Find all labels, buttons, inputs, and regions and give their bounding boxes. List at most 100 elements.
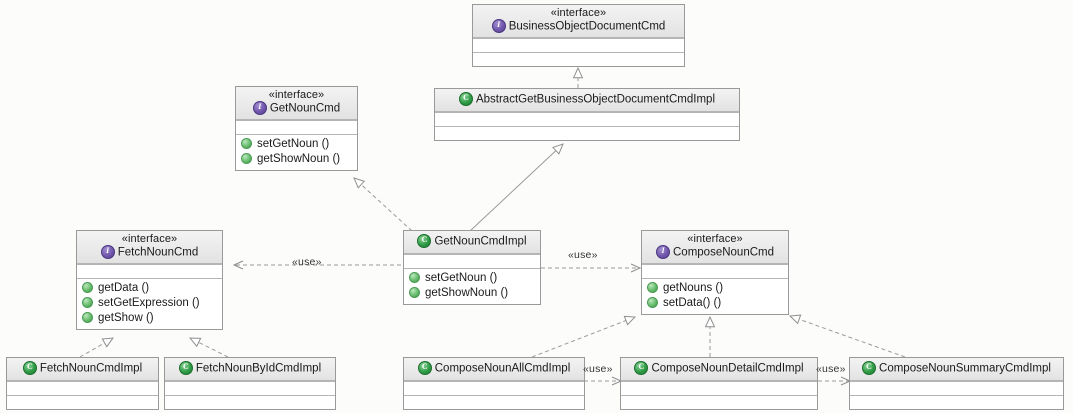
class-box-businessobjectdocumentcmd[interactable]: «interface» BusinessObjectDocumentCmd	[472, 4, 685, 68]
class-name: AbstractGetBusinessObjectDocumentCmdImpl	[475, 93, 716, 106]
class-name-line: FetchNounCmdImpl	[13, 361, 152, 376]
class-box-composenouncmd[interactable]: «interface» ComposeNounCmd getNouns () s…	[641, 230, 789, 316]
operation-label: setData() ()	[663, 297, 722, 310]
class-header: FetchNounCmdImpl	[7, 358, 158, 382]
attributes-compartment	[77, 264, 222, 279]
public-member-icon	[82, 296, 93, 308]
operation-item: getShowNoun ()	[241, 152, 353, 167]
class-name-line: ComposeNounAllCmdImpl	[410, 361, 578, 376]
class-name: FetchNounCmdImpl	[39, 362, 143, 375]
class-icon	[634, 361, 649, 375]
class-icon	[417, 361, 432, 375]
operation-label: getShowNoun ()	[425, 287, 509, 300]
operations-compartment: getNouns () setData() ()	[642, 278, 788, 315]
operation-label: setGetExpression ()	[98, 297, 200, 310]
class-name: FetchNounCmd	[117, 246, 199, 259]
stereotype-label: «interface»	[121, 233, 178, 245]
class-box-composenounsummarycmdimpl[interactable]: ComposeNounSummaryCmdImpl	[849, 357, 1064, 411]
class-name: GetNounCmdImpl	[434, 235, 527, 248]
class-box-composenoundetailcmdimpl[interactable]: ComposeNounDetailCmdImpl	[620, 357, 818, 411]
edge-composenounsummarycmdimpl-to-composenouncmd	[790, 316, 906, 358]
operation-label: getData ()	[98, 282, 150, 295]
public-member-icon	[241, 137, 252, 149]
class-icon	[458, 92, 473, 106]
class-box-fetchnounbyidcmdimpl[interactable]: FetchNounByIdCmdImpl	[164, 357, 336, 411]
operations-compartment: setGetNoun () getShowNoun ()	[236, 134, 357, 171]
class-name-line: ComposeNounCmd	[648, 245, 782, 260]
attributes-compartment	[7, 381, 158, 396]
class-header: «interface» ComposeNounCmd	[642, 231, 788, 265]
operation-label: getShowNoun ()	[257, 153, 341, 166]
operations-compartment: getData () setGetExpression () getShow (…	[77, 278, 222, 330]
edge-getnouncmdimpl-to-getnouncmd	[354, 178, 413, 232]
class-box-getnouncmdimpl[interactable]: GetNounCmdImpl setGetNoun () getShowNoun…	[403, 230, 541, 306]
edge-label-use-getnouncmdimpl-composenouncmd: «use»	[568, 249, 598, 261]
operation-label: getNouns ()	[663, 282, 724, 295]
attributes-compartment	[404, 381, 584, 396]
stereotype-label: «interface»	[550, 7, 607, 19]
class-icon	[178, 361, 193, 375]
operation-label: setGetNoun ()	[257, 138, 330, 151]
class-name: ComposeNounDetailCmdImpl	[651, 362, 804, 375]
class-name: BusinessObjectDocumentCmd	[508, 20, 666, 33]
operations-compartment	[435, 126, 739, 141]
edge-fetchnouncmdimpl-to-fetchnouncmd	[79, 338, 113, 358]
public-member-icon	[409, 271, 420, 283]
class-name: ComposeNounCmd	[673, 246, 774, 259]
interface-icon	[100, 245, 115, 259]
class-name: ComposeNounAllCmdImpl	[434, 362, 571, 375]
edge-label-use-all-detail: «use»	[583, 363, 613, 375]
interface-icon	[491, 19, 506, 33]
class-header: «interface» FetchNounCmd	[77, 231, 222, 265]
operations-compartment	[404, 395, 584, 410]
class-header: «interface» BusinessObjectDocumentCmd	[473, 5, 684, 39]
class-box-getnouncmd[interactable]: «interface» GetNounCmd setGetNoun () get…	[235, 86, 358, 172]
attributes-compartment	[642, 264, 788, 279]
class-name-line: FetchNounCmd	[83, 245, 216, 260]
operation-item: setData() ()	[647, 296, 784, 311]
operation-item: getNouns ()	[647, 281, 784, 296]
class-header: ComposeNounDetailCmdImpl	[621, 358, 817, 382]
attributes-compartment	[621, 381, 817, 396]
class-name-line: FetchNounByIdCmdImpl	[171, 361, 329, 376]
operation-item: setGetExpression ()	[82, 296, 218, 311]
class-name-line: ComposeNounSummaryCmdImpl	[856, 361, 1057, 376]
operation-item: getShow ()	[82, 311, 218, 326]
interface-icon	[656, 245, 670, 259]
operations-compartment	[621, 395, 817, 410]
class-name-line: AbstractGetBusinessObjectDocumentCmdImpl	[441, 92, 733, 107]
attributes-compartment	[165, 381, 335, 396]
public-member-icon	[647, 296, 658, 308]
class-name-line: BusinessObjectDocumentCmd	[479, 19, 678, 34]
class-header: AbstractGetBusinessObjectDocumentCmdImpl	[435, 89, 739, 113]
interface-icon	[252, 101, 267, 115]
class-header: ComposeNounAllCmdImpl	[404, 358, 584, 382]
edge-label-use-getnouncmdimpl-fetchnouncmd: «use»	[292, 256, 322, 268]
edge-composenounallcmdimpl-to-composenouncmd	[531, 317, 635, 358]
attributes-compartment	[236, 120, 357, 135]
class-name: GetNounCmd	[269, 102, 341, 115]
operation-item: getData ()	[82, 281, 218, 296]
class-box-abstractgetbusinessobjectdocumentcmdimpl[interactable]: AbstractGetBusinessObjectDocumentCmdImpl	[434, 88, 740, 142]
operations-compartment	[473, 52, 684, 67]
operation-item: setGetNoun ()	[241, 137, 353, 152]
class-box-fetchnouncmd[interactable]: «interface» FetchNounCmd getData () setG…	[76, 230, 223, 331]
class-box-fetchnouncmdimpl[interactable]: FetchNounCmdImpl	[6, 357, 159, 411]
class-name: ComposeNounSummaryCmdImpl	[879, 362, 1051, 375]
class-name: FetchNounByIdCmdImpl	[195, 362, 322, 375]
operation-label: getShow ()	[98, 312, 154, 325]
operation-item: getShowNoun ()	[409, 286, 536, 301]
operations-compartment	[165, 395, 335, 410]
operation-label: setGetNoun ()	[425, 272, 498, 285]
public-member-icon	[241, 152, 252, 164]
public-member-icon	[647, 281, 658, 293]
class-icon	[417, 234, 432, 248]
class-header: «interface» GetNounCmd	[236, 87, 357, 121]
class-header: FetchNounByIdCmdImpl	[165, 358, 335, 382]
class-box-composenounallcmdimpl[interactable]: ComposeNounAllCmdImpl	[403, 357, 585, 411]
public-member-icon	[82, 311, 93, 323]
class-name-line: GetNounCmdImpl	[410, 234, 534, 249]
stereotype-label: «interface»	[687, 233, 743, 245]
public-member-icon	[82, 281, 93, 293]
class-header: ComposeNounSummaryCmdImpl	[850, 358, 1063, 382]
